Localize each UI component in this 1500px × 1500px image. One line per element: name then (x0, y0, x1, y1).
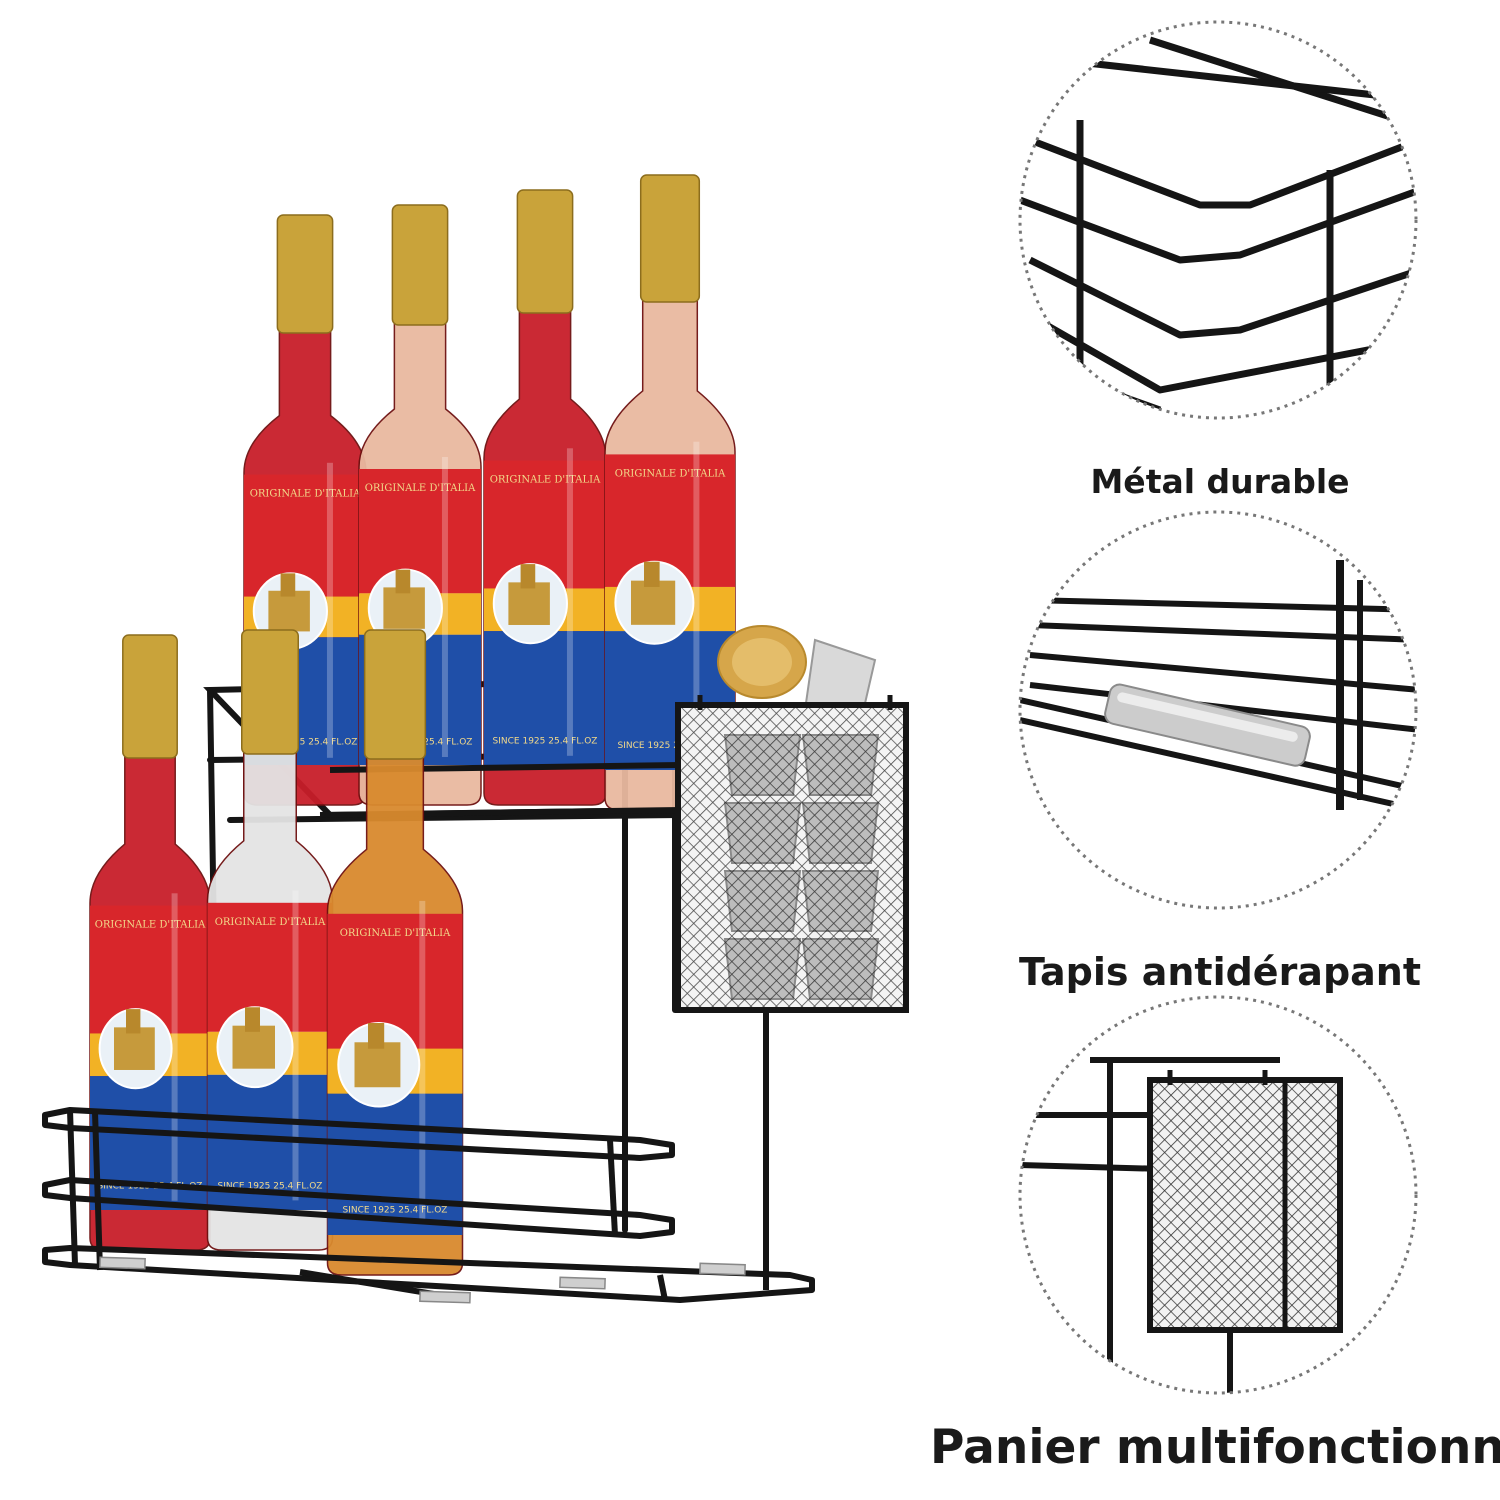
detail-circle-basket (1018, 995, 1418, 1395)
bottle-label-brand: ORIGINALE D'ITALIA (95, 920, 206, 931)
bottle-label-since: SINCE 1925 25.4 FL.OZ (253, 738, 358, 748)
bottle-cap (391, 204, 449, 326)
bottle-label-brand: ORIGINALE D'ITALIA (215, 917, 326, 928)
bottle-label-brand: ORIGINALE D'ITALIA (340, 928, 451, 939)
bottle-label-since: SINCE 1925 25.4 FL.OZ (343, 1206, 448, 1216)
bottle-label-since: SINCE 1925 25.4 FL.OZ (618, 741, 723, 751)
feature-caption-basket: Panier multifonctionnel (930, 1420, 1500, 1475)
detail-circle-nonslip (1018, 510, 1418, 910)
feature-caption-non-slip: Tapis antidérapant (1018, 950, 1422, 994)
detail-circle-metal (1018, 20, 1418, 420)
bottle-cap (639, 174, 701, 303)
feature-caption-durable-metal: Métal durable (1090, 462, 1350, 501)
bottle-cap (363, 629, 427, 760)
syrup-bottle: ORIGINALE D'ITALIA SINCE 1925 25.4 FL.OZ (483, 189, 607, 806)
syrup-bottle: ORIGINALE D'ITALIA SINCE 1925 25.4 FL.OZ (206, 629, 334, 1251)
pod-basket (675, 625, 909, 1290)
bottle-cap (516, 189, 574, 314)
bottle-label-since: SINCE 1925 25.4 FL.OZ (493, 737, 598, 747)
bottle-label-brand: ORIGINALE D'ITALIA (615, 468, 726, 479)
bottle-label-brand: ORIGINALE D'ITALIA (490, 475, 601, 486)
bottle-label-since: SINCE 1925 25.4 FL.OZ (218, 1181, 323, 1191)
bottle-label-brand: ORIGINALE D'ITALIA (250, 489, 361, 500)
bottle-cap (276, 214, 334, 334)
bottom-row-bottles: ORIGINALE D'ITALIA SINCE 1925 25.4 FL.OZ O… (89, 629, 464, 1276)
bottle-cap (241, 629, 299, 755)
bottle-label-brand: ORIGINALE D'ITALIA (365, 483, 476, 494)
non-slip-sleeves (99, 1256, 746, 1304)
bottle-cap (122, 634, 178, 759)
